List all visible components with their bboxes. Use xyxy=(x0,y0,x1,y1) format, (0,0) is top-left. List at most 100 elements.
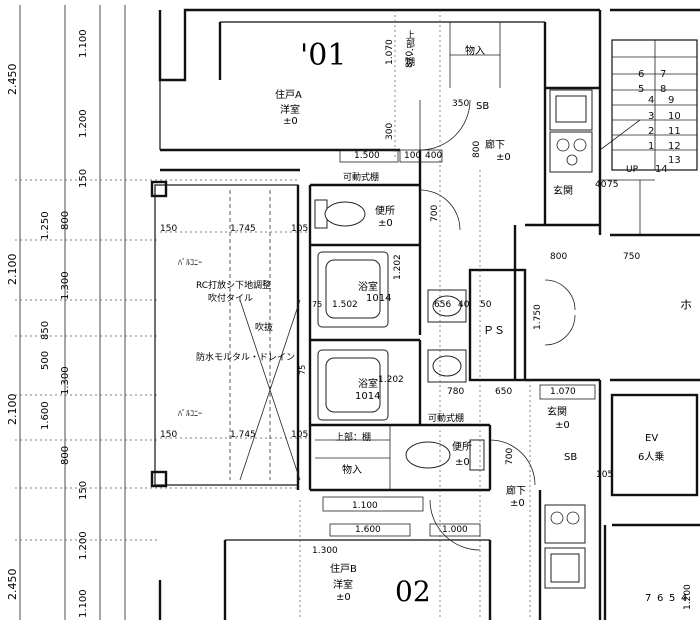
top-movable-shelf: 可動式棚 xyxy=(343,173,380,183)
dim-100: 100 xyxy=(404,151,422,161)
ev-capacity: 6人乗 xyxy=(638,452,665,463)
dim-inner-13: 1.200 xyxy=(78,531,89,560)
dim-1745-b: 1.745 xyxy=(230,430,256,440)
dim-inner-12: 150 xyxy=(78,480,89,500)
dim-75-balcony: 75 xyxy=(298,364,307,375)
dim-780: 780 xyxy=(447,387,465,397)
walls xyxy=(150,8,700,620)
dim-inner-7: 850 xyxy=(40,320,51,340)
dim-inner-1: 1.100 xyxy=(78,29,89,58)
dim-inner-11: 800 xyxy=(60,445,71,465)
unit-b-number: 02 xyxy=(395,575,431,608)
dim-800-top: 800 xyxy=(472,140,482,158)
dim-150-a: 150 xyxy=(160,224,178,234)
dim-1100: 1.100 xyxy=(352,501,378,511)
stair-num: 8 xyxy=(660,84,666,95)
dim-150-b: 150 xyxy=(160,430,178,440)
dim-105-a: 105 xyxy=(291,224,309,234)
top-hall: 廊下 xyxy=(485,140,505,151)
dim-700-a: 700 xyxy=(430,204,440,222)
toilet-bowl-a xyxy=(324,201,366,227)
dim-700-b: 700 xyxy=(505,447,515,465)
ev-label: EV xyxy=(645,433,659,444)
dim-350: 350 xyxy=(452,99,470,109)
lower-hall: 廊下 xyxy=(506,486,526,497)
bath-b-code: 1014 xyxy=(355,391,381,402)
stove-bottom xyxy=(544,504,586,544)
stair-num: 12 xyxy=(668,141,681,152)
hall-right: ホ xyxy=(680,298,693,312)
dim-750: 750 xyxy=(623,252,641,262)
dim-inner-6: 1.300 xyxy=(60,271,71,300)
dim-outer-3: 2.100 xyxy=(6,393,19,426)
dim-1502: 1.502 xyxy=(332,300,358,310)
stair-num: 6 xyxy=(638,69,644,80)
dim-1202-a: 1.202 xyxy=(393,254,403,280)
dim-1745-a: 1.745 xyxy=(230,224,256,234)
dim-40-top: 40 xyxy=(595,180,607,190)
dim-inner-8: 500 xyxy=(40,350,51,370)
stove-top xyxy=(549,131,593,173)
dim-inner-10: 1.600 xyxy=(40,401,51,430)
stair-num: 4 xyxy=(648,95,654,106)
stair-num: 1 xyxy=(648,141,654,152)
top-storage-label: 物入 xyxy=(465,46,485,57)
lower-toilet: 便所 xyxy=(452,442,472,453)
lower-toilet-level: ±0 xyxy=(455,457,470,468)
dim-40-ps: 40 xyxy=(458,300,470,310)
stair-num: 3 xyxy=(648,111,654,122)
left-dimension-lines xyxy=(15,5,300,620)
bath-b-label: 浴室 xyxy=(358,379,378,390)
dim-1300: 1.300 xyxy=(312,546,338,556)
lower-entrance: 玄関 xyxy=(547,407,567,418)
bath-a-code: 1014 xyxy=(366,293,392,304)
dim-inner-4: 800 xyxy=(60,210,71,230)
stair-num: 13 xyxy=(668,155,681,166)
unit-a-level: ±0 xyxy=(283,116,298,127)
dim-50-ps: 50 xyxy=(480,300,492,310)
dim-inner-2: 1.200 xyxy=(78,109,89,138)
balcony-note-2: 吹付タイル xyxy=(208,294,254,304)
dim-1070-top: 1.070 xyxy=(385,39,395,65)
dim-inner-14: 1.100 xyxy=(78,589,89,618)
stair-num: 9 xyxy=(668,95,674,106)
top-shelf-label: 上部：棚 xyxy=(404,30,414,66)
stair-num: 14 xyxy=(655,164,668,175)
dim-105-lower: 105 xyxy=(596,470,614,480)
toilet-a-level: ±0 xyxy=(378,218,393,229)
stair-num: 11 xyxy=(668,126,681,137)
dim-650: 650 xyxy=(495,387,513,397)
dim-656: 656 xyxy=(434,300,452,310)
stair-bottom-4: 4 xyxy=(681,593,688,604)
dim-1070-mid: 1.070 xyxy=(550,387,576,397)
lower-sb: SB xyxy=(564,452,578,463)
dim-105-b: 105 xyxy=(291,430,309,440)
dim-outer-1: 2.450 xyxy=(6,63,19,96)
balcony-label-2: ﾊﾞﾙｺﾆｰ xyxy=(178,409,202,418)
hidden-lines xyxy=(160,10,531,620)
unit-a-name: 住戸A xyxy=(275,90,302,101)
unit-a-room: 洋室 xyxy=(280,105,300,116)
balcony-waterproof: 防水モルタル・ドレイン xyxy=(196,353,296,363)
ps-label: ＰＳ xyxy=(483,324,505,337)
stairs-top xyxy=(600,39,698,235)
stairs-numbers: 6 7 5 8 4 9 3 10 2 11 1 12 13 14 xyxy=(638,69,681,175)
dim-800-mid: 800 xyxy=(550,252,568,262)
dim-75-bath: 75 xyxy=(312,300,323,309)
dimension-boxes xyxy=(322,149,596,537)
balcony-label-1: ﾊﾞﾙｺﾆｰ xyxy=(178,258,202,267)
dim-300: 300 xyxy=(385,122,395,140)
toilet-a-label: 便所 xyxy=(375,206,395,217)
lower-entrance-level: ±0 xyxy=(555,420,570,431)
stair-bottom-7: 7 xyxy=(645,593,652,604)
lower-shelf: 上部：棚 xyxy=(335,433,372,443)
dim-outer-2: 2.100 xyxy=(6,253,19,286)
up-label: UP xyxy=(626,165,639,175)
dim-1202-b: 1.202 xyxy=(378,375,404,385)
dim-1600: 1.600 xyxy=(355,525,381,535)
dim-inner-3: 150 xyxy=(78,168,89,188)
mid-movable-shelf: 可動式棚 xyxy=(428,414,465,424)
lower-storage: 物入 xyxy=(342,465,362,476)
